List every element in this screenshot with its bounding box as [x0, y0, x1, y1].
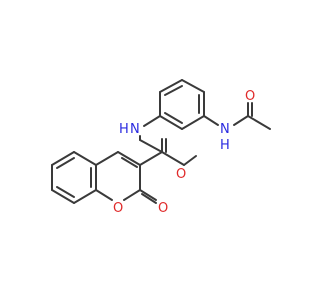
atom-label-o-acetyl: O [245, 89, 255, 104]
atom-label-o-ring: O [113, 201, 123, 216]
atom-label-o-lactone: O [158, 201, 168, 216]
atom-label-o-amide: O [176, 167, 186, 182]
amide-linkage [139, 135, 197, 166]
phenyl-ring [143, 79, 205, 130]
acetamide-group [203, 102, 271, 130]
atom-label-h-acetamide: H [220, 138, 230, 153]
atom-label-n-amide: N [130, 122, 140, 137]
molecule-structure-diagram: N H O O O N H O [51, 79, 271, 216]
pyranone-ring [95, 151, 157, 204]
atom-label-h-amide: H [119, 122, 129, 137]
benzo-ring [51, 151, 97, 204]
atom-label-n-acetamide: N [220, 122, 230, 137]
